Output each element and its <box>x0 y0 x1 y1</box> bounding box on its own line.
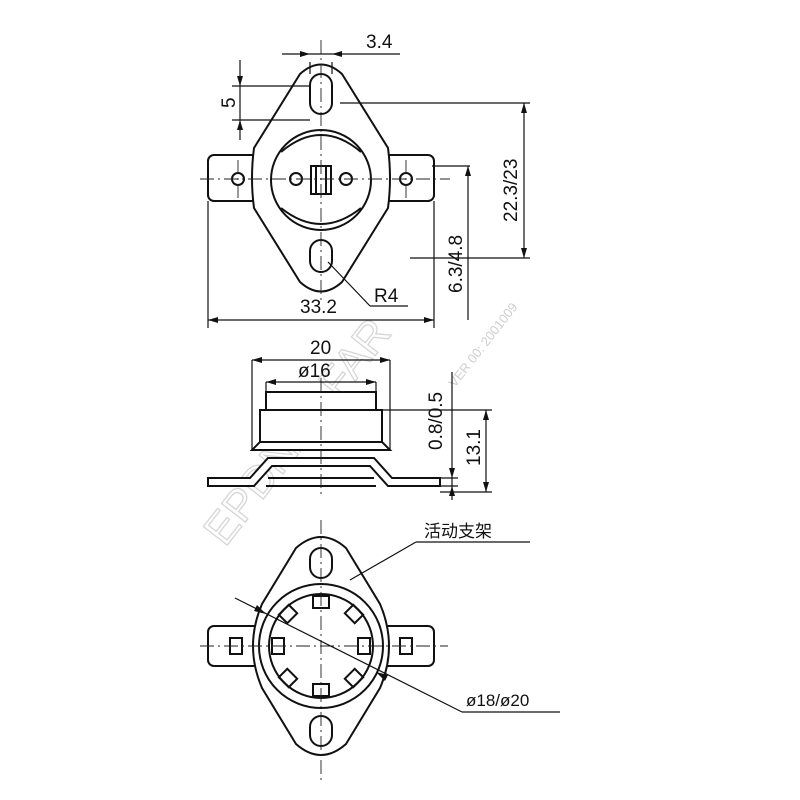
dim-radius: R4 <box>374 286 399 307</box>
bottom-view: 活动支架 ø18/ø20 <box>200 520 560 780</box>
dim-disc-diameter: ø18/ø20 <box>466 691 529 710</box>
dim-tab-width: 3.4 <box>366 32 393 53</box>
dim-length: 33.2 <box>300 297 337 318</box>
body-upper-arc <box>280 134 362 153</box>
bracket-label: 活动支架 <box>424 522 492 542</box>
dim-bracket-thickness: 0.8/0.5 <box>426 392 447 450</box>
dim-cap-diameter: ø16 <box>298 361 331 382</box>
body-lower-arc <box>280 207 362 225</box>
dim-height: 13.1 <box>464 429 485 466</box>
watermark-code: VER 00: 2001009 <box>446 300 521 390</box>
side-view: 20 ø16 0.8/0.5 13.1 <box>207 338 492 500</box>
top-view: 3.4 5 22.3/23 6.3/4.8 33.2 R4 <box>200 32 530 328</box>
dim-terminal-offset: 6.3/4.8 <box>446 235 467 293</box>
dim-height-total: 22.3/23 <box>501 159 522 222</box>
dim-body-width: 20 <box>310 338 331 359</box>
dim-hole-offset: 5 <box>219 97 240 108</box>
